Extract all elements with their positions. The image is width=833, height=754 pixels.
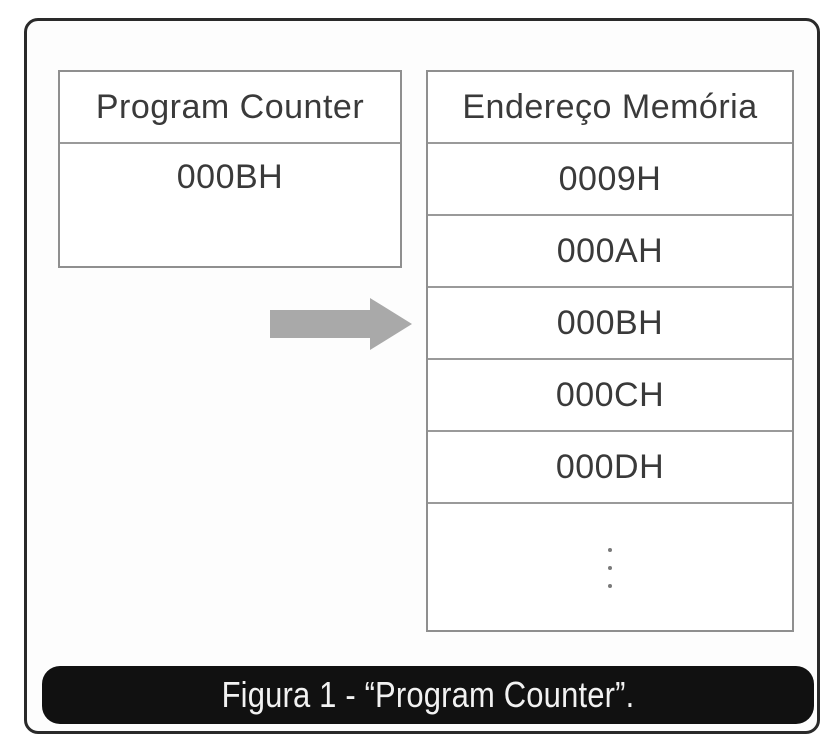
memory-row: 000BH bbox=[428, 288, 792, 360]
memory-row: 0009H bbox=[428, 144, 792, 216]
memory-row: 000AH bbox=[428, 216, 792, 288]
memory-row: 000DH bbox=[428, 432, 792, 504]
continuation-dots-icon bbox=[428, 504, 792, 632]
program-counter-header: Program Counter bbox=[60, 72, 400, 144]
memory-address-box: Endereço Memória 0009H 000AH 000BH 000CH… bbox=[426, 70, 794, 632]
figure-caption: Figura 1 - “Program Counter”. bbox=[221, 674, 635, 715]
memory-row: 000CH bbox=[428, 360, 792, 432]
program-counter-value: 000BH bbox=[176, 158, 284, 196]
right-arrow-icon bbox=[270, 298, 412, 350]
program-counter-box: Program Counter 000BH bbox=[58, 70, 402, 268]
memory-header: Endereço Memória bbox=[428, 72, 792, 144]
caption-bar: Figura 1 - “Program Counter”. bbox=[42, 666, 814, 724]
